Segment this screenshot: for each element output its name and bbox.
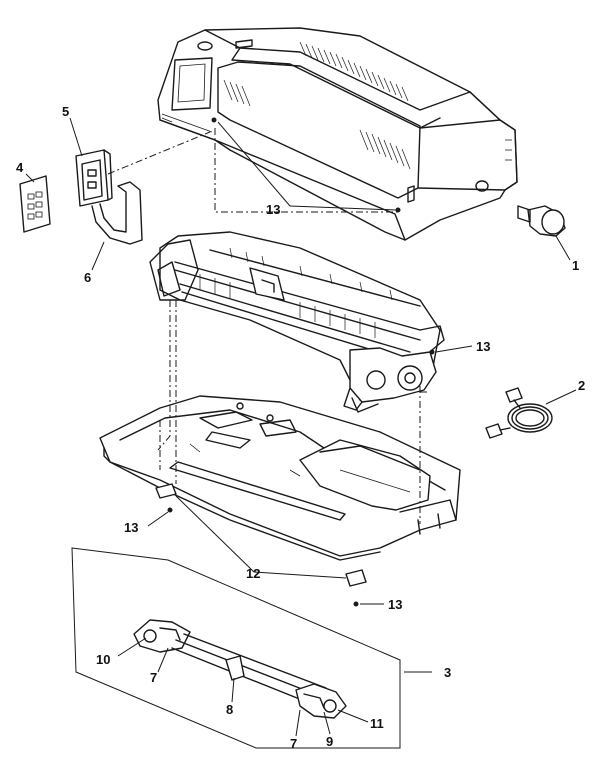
tractor-unit-box [71,547,401,749]
tractor-unit [133,619,347,719]
callout-13b: 13 [476,339,490,354]
print-mechanism [149,231,445,413]
upper-case [157,27,518,241]
lower-case [99,395,461,587]
control-panel-assembly [19,149,143,245]
callout-10: 10 [96,652,110,667]
leader-lines [25,117,577,737]
callout-2: 2 [578,378,585,393]
callout-9: 9 [326,734,333,749]
callout-4: 4 [16,160,24,175]
callout-13d: 13 [388,597,402,612]
alignment-lines [107,128,428,524]
power-cord [485,387,553,439]
callout-5: 5 [62,104,69,119]
callout-7a: 7 [150,670,157,685]
callout-3: 3 [444,665,451,680]
callout-13c: 13 [124,520,138,535]
callout-12: 12 [246,566,260,581]
screws [167,117,435,607]
callout-8: 8 [226,702,233,717]
platen-knob [517,205,566,237]
callouts: 1 2 3 4 5 6 7 7 8 9 10 11 12 13 13 13 13 [16,104,585,751]
callout-6: 6 [84,270,91,285]
callout-7b: 7 [290,736,297,751]
callout-1: 1 [572,258,579,273]
callout-13a: 13 [266,202,280,217]
callout-11: 11 [370,716,384,731]
